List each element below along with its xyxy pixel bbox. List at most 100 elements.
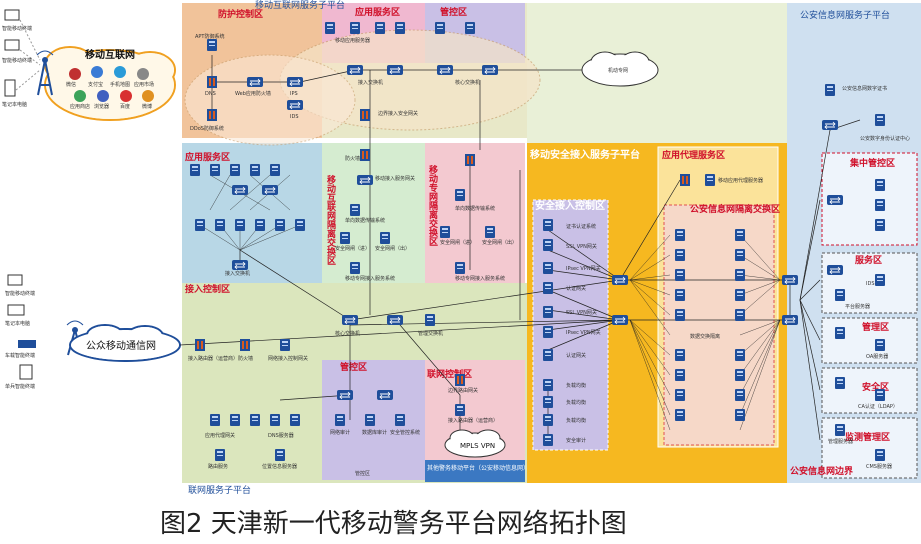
node-location-srv: 位置信息服务器: [262, 463, 297, 470]
node-isolation-sw: 移动接入服务网关: [375, 175, 415, 182]
zone-title-ps-platform: 公安信息网服务子平台: [800, 9, 890, 21]
node-labels: APT防御系统 DNS Web应用防火墙 IPS IDS DDoS防御系统 移动…: [188, 33, 910, 470]
node-auth-2: 认证网关: [566, 352, 586, 359]
node-secure-gw-in: 安全网闸（进）: [335, 245, 370, 252]
fan-lines: [199, 174, 781, 431]
device-top-0: 智能移动终端: [2, 25, 32, 32]
app-label-4: 应用商店: [70, 103, 90, 110]
node-auth-center: 公安数字身份认证中心: [860, 135, 910, 142]
zone-title-protect: 防护控制区: [218, 8, 263, 20]
mobile-internet-label: 移动互联网: [85, 48, 135, 61]
zone-title-mgmt-zone: 监测管理区: [845, 431, 890, 443]
app-label-7: 微博: [142, 103, 152, 110]
node-ids: IDS: [290, 114, 299, 120]
zone-title-mgmt-bottom: 管控区: [340, 361, 367, 373]
zone-title-secure-ctrl: 安全接入控制区: [535, 199, 605, 212]
node-app-proxy-gw: 应用代理网关: [205, 432, 235, 439]
node-cert: 证书认证系统: [566, 223, 596, 230]
zone-title-mgmt-label: 管控区: [355, 470, 370, 477]
node-gateway-a-2: 单向数据传输系统: [455, 205, 495, 212]
app-label-2: 手机地图: [110, 81, 130, 88]
node-secure-gw-in-2: 安全网闸（进）: [440, 239, 475, 246]
zone-title-app-service-top: 应用服务区: [355, 6, 400, 18]
node-ddos: DDoS防御系统: [190, 125, 224, 132]
node-ssl-vpn-2: SSL VPN网关: [566, 309, 597, 316]
node-dedicated-gw: 移动专网接入服务系统: [345, 275, 395, 282]
app-label-6: 百度: [120, 103, 130, 110]
public-mobile-network-cloud: [69, 324, 181, 362]
node-ca-sys: CA认证（LDAP）: [858, 403, 898, 410]
node-lb-2: 负载均衡: [566, 399, 586, 406]
node-access-switch: 接入交换机: [358, 79, 383, 86]
app-icons: [69, 66, 154, 102]
zone-title-mgmt-top: 管控区: [440, 6, 467, 18]
linked-platform-label: 其他警务移动平台（公安移动信息网）: [427, 464, 529, 472]
node-mgmt-srv: 管理服务器: [828, 438, 853, 445]
node-lb-3: 负载均衡: [566, 417, 586, 424]
node-apt: APT防御系统: [195, 33, 225, 40]
device-top-1: 智能移动终端: [2, 57, 32, 64]
zone-title-proxy: 应用代理服务区: [662, 149, 725, 161]
zone-title-dedicated-isolation: 移动专网隔离交换区: [427, 164, 438, 246]
zone-title-access-ctrl: 接入控制区: [185, 283, 230, 295]
node-ssl-vpn: SSL VPN网关: [566, 243, 597, 250]
zone-title-special: 公安信息网边界: [790, 465, 853, 477]
node-firewall: 防火墙: [345, 155, 360, 162]
app-label-0: 微信: [66, 81, 76, 88]
zone-title-mi-isolation: 移动互联网隔离交换区: [325, 174, 336, 265]
node-dns-top: DNS: [205, 91, 216, 97]
node-net-audit: 网络审计: [330, 429, 350, 436]
device-bottom-2: 车载智能终端: [5, 352, 35, 359]
antenna-icon: [36, 50, 54, 96]
node-border-router: 边界路由网关: [448, 387, 478, 394]
node-ipsec-vpn: IPsec VPN网关: [566, 265, 601, 272]
node-plat-srv: 平台服务器: [845, 303, 870, 310]
mobile-internet-cloud: [44, 46, 176, 121]
node-ids-r: IDS: [866, 281, 875, 287]
node-entry-router: 接入路由器（运营商）: [448, 417, 498, 424]
node-auth: 认证网关: [566, 285, 586, 292]
node-mgmt-sw: 管理交换机: [418, 330, 443, 337]
node-secure-gw-out-2: 安全网闸（出）: [482, 239, 517, 246]
zone-title-mi-platform: 移动互联网服务子平台: [255, 0, 345, 11]
node-access-switch-2: 接入交换机: [225, 270, 250, 277]
node-net-access: 网络接入控制网关: [268, 355, 308, 362]
zone-title-manage: 管理区: [862, 321, 889, 333]
node-boundary-gw: 边界接入安全网关: [378, 110, 418, 117]
node-secure-gw-out: 安全网闸（出）: [375, 245, 410, 252]
node-proxy-gw: 移动应用代理服务器: [718, 177, 763, 184]
node-ipsec-vpn-2: IPsec VPN网关: [566, 329, 601, 336]
node-db-audit: 数据库审计: [362, 429, 387, 436]
zone-title-central-mgmt: 集中管控区: [849, 157, 895, 169]
node-route-srv: 路由服务: [208, 463, 228, 470]
node-data-isolation: 数据交换隔离: [690, 333, 720, 340]
node-dedicated-gw-2: 移动专网接入服务系统: [455, 275, 505, 282]
node-ips: IPS: [290, 91, 298, 97]
node-core-switch: 核心交换机: [455, 79, 480, 86]
zone-title-secure-access: 移动安全接入服务子平台: [530, 148, 640, 161]
figure-caption: 图2 天津新一代移动警务平台网络拓扑图: [160, 509, 627, 539]
device-top-2: 笔记本电脑: [2, 101, 27, 108]
zone-backgrounds: [182, 3, 921, 483]
zone-title-app-service-left: 应用服务区: [185, 151, 230, 163]
node-waf: Web应用防火墙: [235, 90, 271, 97]
device-bottom-0: 智能移动终端: [5, 290, 35, 297]
node-cms: CMS服务器: [866, 463, 892, 470]
node-sec-audit: 安全审计: [566, 437, 586, 444]
node-lb: 负载均衡: [566, 382, 586, 389]
node-gateway-a: 单向数据传输系统: [345, 217, 385, 224]
police-net-cloud: [581, 51, 659, 87]
terminal-devices-top: [4, 9, 41, 97]
police-net-label: 机动专网: [608, 67, 628, 74]
app-label-3: 应用市场: [134, 81, 154, 88]
device-bottom-3: 单兵智能终端: [5, 383, 35, 390]
mpls-label: MPLS VPN: [460, 442, 495, 450]
zone-title-ps-info-iso: 公安信息网隔离交换区: [690, 203, 780, 215]
terminal-devices-bottom: [7, 274, 36, 380]
node-cert-ps: 公安信息网数字证书: [842, 85, 887, 92]
node-core-sw2: 核心交换机: [335, 330, 360, 337]
node-fw2: 防火墙: [238, 355, 253, 362]
node-access-entry: 接入路由器（运营商）: [188, 355, 238, 362]
node-sec-mgmt: 安全管控系统: [390, 429, 420, 436]
